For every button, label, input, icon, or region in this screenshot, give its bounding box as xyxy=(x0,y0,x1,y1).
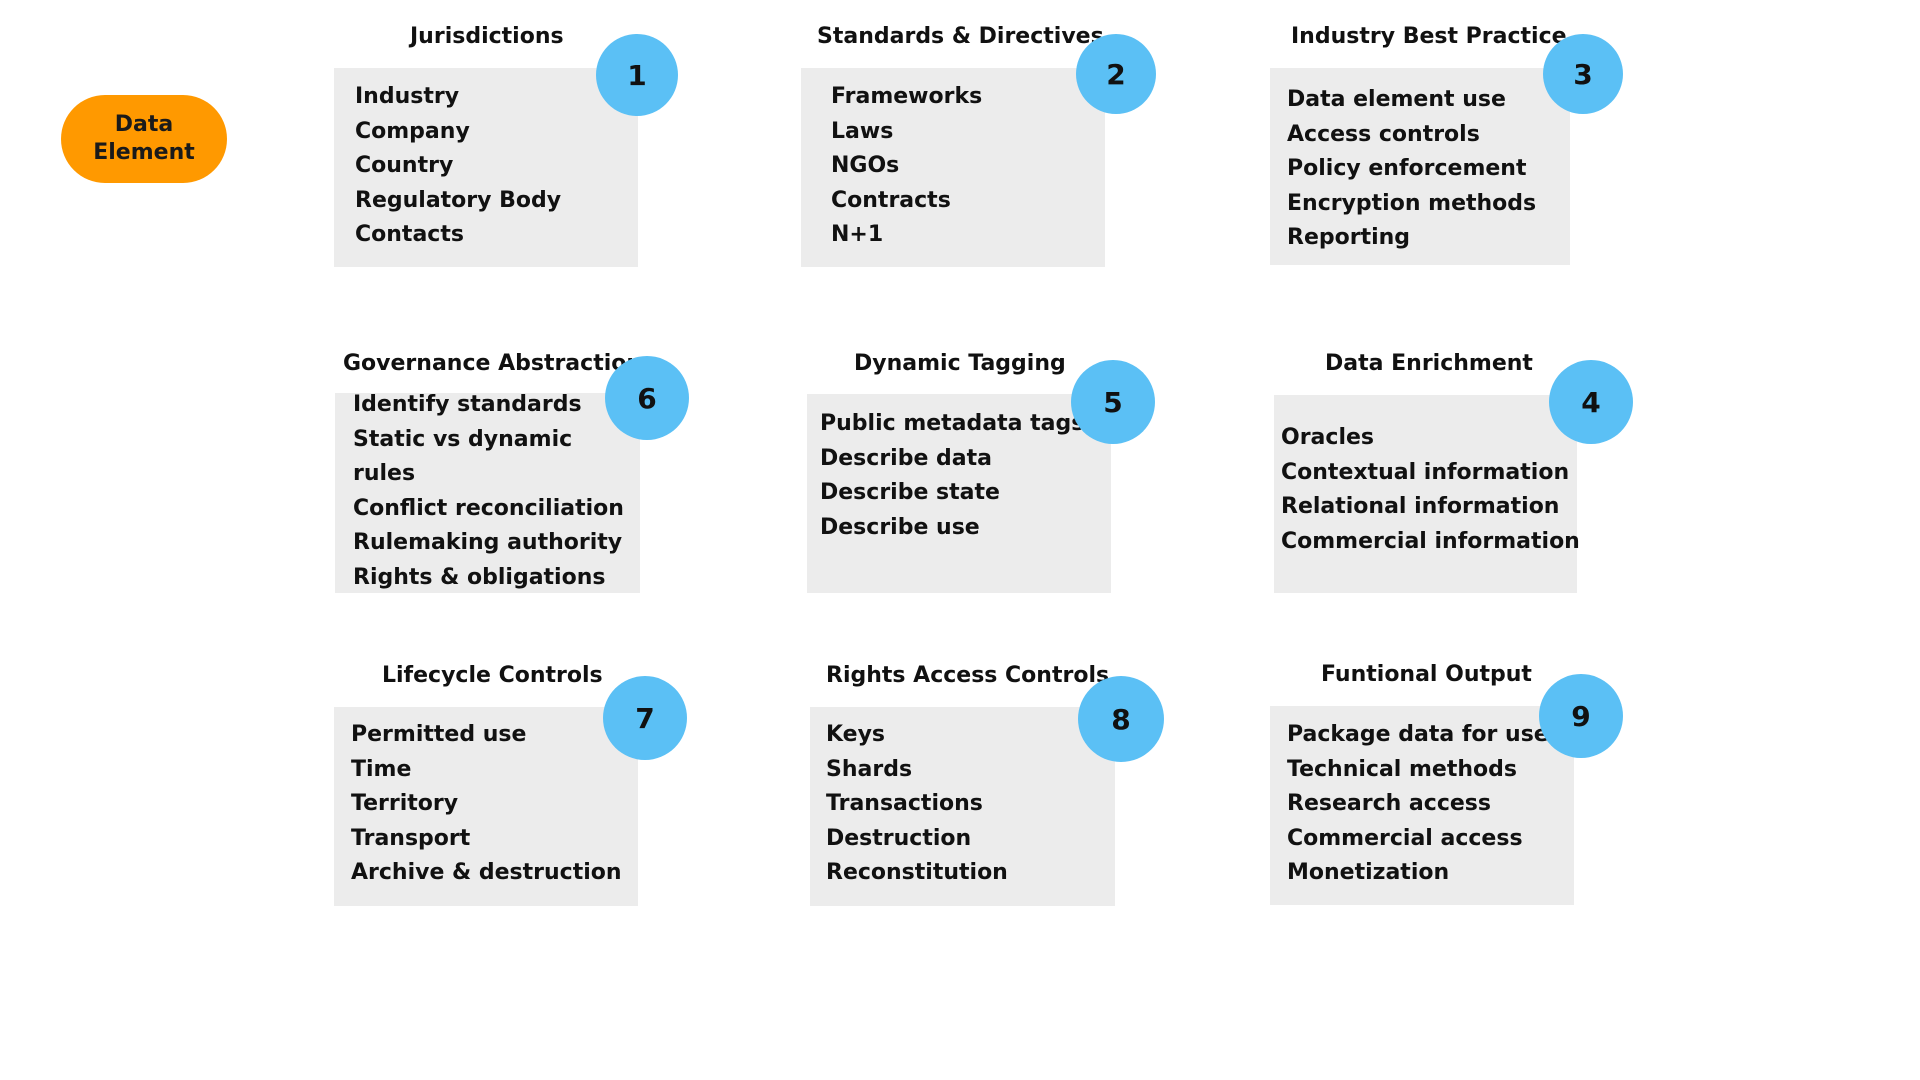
list-item: Rights & obligations xyxy=(353,564,606,590)
number-badge: 7 xyxy=(603,676,687,760)
list-item: Policy enforcement xyxy=(1287,156,1527,181)
list-item: NGOs xyxy=(831,153,900,178)
card-box xyxy=(810,707,1115,906)
number-badge: 3 xyxy=(1543,34,1623,114)
list-item: Laws xyxy=(831,118,894,144)
card-items: Permitted use Time Territory Transport A… xyxy=(351,718,622,891)
card-items: Oracles Contextual information Relationa… xyxy=(1281,421,1580,559)
list-item: Contextual information xyxy=(1281,459,1570,485)
list-item: Transport xyxy=(351,825,471,851)
card-box xyxy=(335,393,640,593)
card-data-enrichment: Data Enrichment Oracles Contextual infor… xyxy=(0,0,1633,593)
list-item: Transactions xyxy=(826,791,983,816)
list-item: Commercial information xyxy=(1281,528,1580,554)
list-item: Rulemaking authority xyxy=(353,530,623,555)
list-item: Country xyxy=(355,153,454,178)
card-title: Standards & Directives xyxy=(817,24,1104,49)
card-items: Identify standards Static vs dynamic rul… xyxy=(353,388,624,595)
card-box xyxy=(1270,706,1574,905)
list-item: Frameworks xyxy=(831,84,983,109)
list-item: Describe data xyxy=(820,445,992,471)
list-item: Territory xyxy=(351,791,459,816)
card-jurisdictions: Jurisdictions Industry Company Country R… xyxy=(0,0,678,267)
list-item: Public metadata tags xyxy=(820,411,1085,436)
number-badge: 6 xyxy=(605,356,689,440)
card-title: Dynamic Tagging xyxy=(854,351,1066,376)
list-item: Archive & destruction xyxy=(351,860,622,885)
card-items: Frameworks Laws NGOs Contracts N+1 xyxy=(831,80,982,253)
list-item: Permitted use xyxy=(351,722,527,747)
list-item: rules xyxy=(353,461,416,486)
number-badge: 2 xyxy=(1076,34,1156,114)
card-title: Rights Access Controls xyxy=(826,663,1110,688)
list-item: N+1 xyxy=(831,222,884,247)
data-element-node: Data Element xyxy=(61,95,227,183)
card-lifecycle-controls: Lifecycle Controls Permitted use Time Te… xyxy=(0,0,687,906)
card-standards-directives: Standards & Directives Frameworks Laws N… xyxy=(0,0,1156,267)
number-badge: 1 xyxy=(596,34,678,116)
list-item: Describe use xyxy=(820,514,980,540)
list-item: Monetization xyxy=(1287,860,1450,885)
card-governance-abstraction: Governance Abstraction Identify standard… xyxy=(0,0,689,593)
number-badge: 5 xyxy=(1071,360,1155,444)
list-item: Contracts xyxy=(831,187,951,213)
list-item: Conflict reconciliation xyxy=(353,495,624,521)
card-box xyxy=(334,68,638,267)
list-item: Industry xyxy=(355,84,460,109)
data-element-label-line1: Data xyxy=(114,112,174,137)
list-item: Oracles xyxy=(1281,425,1374,450)
card-items: Data element use Access controls Policy … xyxy=(1287,83,1536,256)
list-item: Time xyxy=(351,756,412,782)
card-rights-access-controls: Rights Access Controls Keys Shards Trans… xyxy=(0,0,1164,906)
list-item: Identify standards xyxy=(353,392,582,417)
card-box xyxy=(1274,395,1577,593)
list-item: Package data for use xyxy=(1287,722,1549,747)
card-box xyxy=(801,68,1105,267)
card-title: Funtional Output xyxy=(1321,662,1532,687)
list-item: Research access xyxy=(1287,791,1491,816)
list-item: Keys xyxy=(826,722,886,747)
card-items: Industry Company Country Regulatory Body… xyxy=(355,80,561,253)
data-element-label-line2: Element xyxy=(93,140,195,165)
list-item: Relational information xyxy=(1281,494,1560,519)
list-item: Reconstitution xyxy=(826,860,1008,885)
list-item: Reporting xyxy=(1287,225,1411,250)
card-box xyxy=(807,394,1111,593)
list-item: Regulatory Body xyxy=(355,187,562,213)
card-items: Package data for use Technical methods R… xyxy=(1287,718,1549,891)
list-item: Encryption methods xyxy=(1287,190,1537,216)
list-item: Static vs dynamic xyxy=(353,426,573,452)
number-badge: 4 xyxy=(1549,360,1633,444)
card-title: Jurisdictions xyxy=(410,24,564,49)
list-item: Destruction xyxy=(826,825,972,851)
card-items: Public metadata tags Describe data Descr… xyxy=(820,407,1084,545)
number-badge: 9 xyxy=(1539,674,1623,758)
list-item: Access controls xyxy=(1287,121,1480,147)
card-functional-output: Funtional Output Package data for use Te… xyxy=(0,0,1623,905)
card-title: Data Enrichment xyxy=(1325,351,1533,376)
card-title: Governance Abstraction xyxy=(343,351,643,376)
list-item: Commercial access xyxy=(1287,825,1523,851)
list-item: Data element use xyxy=(1287,87,1506,112)
list-item: Shards xyxy=(826,756,913,782)
list-item: Technical methods xyxy=(1287,756,1517,782)
list-item: Contacts xyxy=(355,222,464,247)
list-item: Describe state xyxy=(820,480,1000,505)
card-title: Lifecycle Controls xyxy=(382,663,603,688)
number-badge: 8 xyxy=(1078,676,1164,762)
card-box xyxy=(1270,68,1570,265)
card-box xyxy=(334,707,638,906)
card-industry-best-practice: Industry Best Practice Data element use … xyxy=(0,0,1623,265)
card-dynamic-tagging: Dynamic Tagging Public metadata tags Des… xyxy=(0,0,1155,593)
card-items: Keys Shards Transactions Destruction Rec… xyxy=(826,718,1008,891)
card-title: Industry Best Practice xyxy=(1291,24,1567,49)
list-item: Company xyxy=(355,118,470,144)
